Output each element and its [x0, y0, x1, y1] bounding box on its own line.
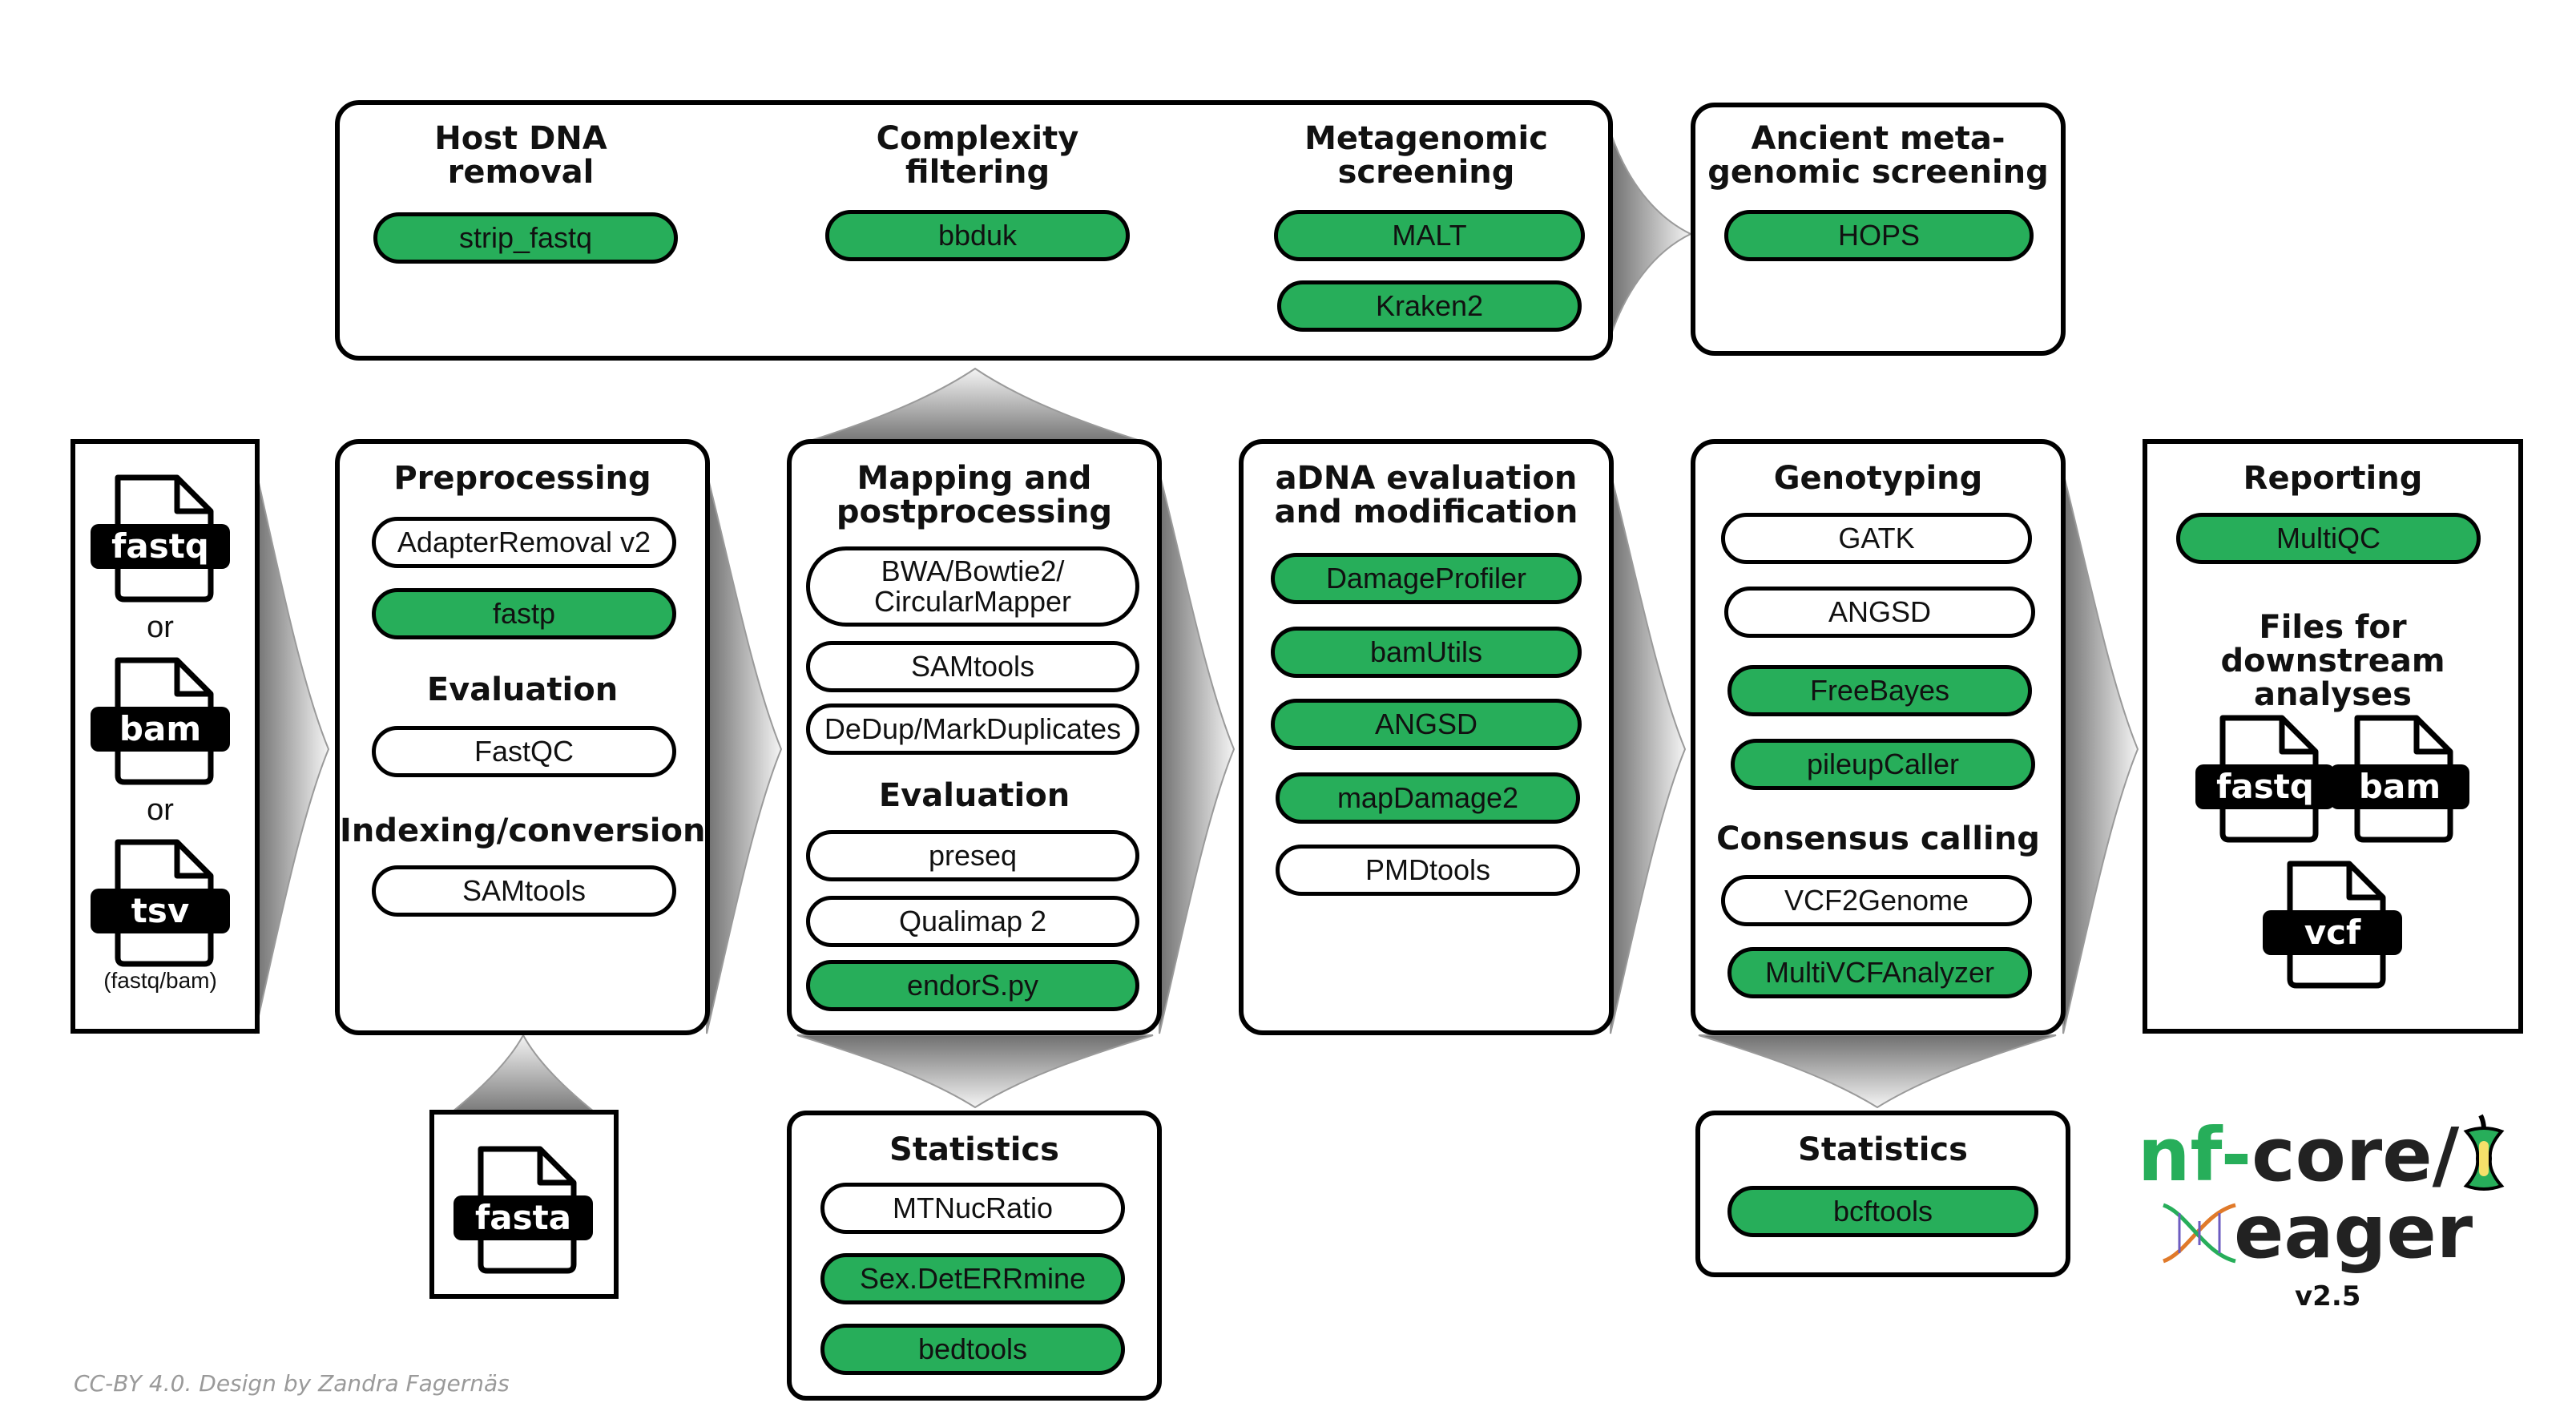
arrow-preprocessing-to-mapping: [706, 472, 783, 1034]
tool-vcf2genome: VCF2Genome: [1721, 875, 2032, 926]
arrow-mapping-to-statistics: [796, 1034, 1154, 1109]
tool-adapterremoval: AdapterRemoval v2: [372, 517, 676, 568]
tool-multivcfanalyzer: MultiVCFAnalyzer: [1727, 947, 2032, 998]
dna-helix-icon: [2163, 1203, 2236, 1264]
output-bam-file-icon: bam: [2330, 713, 2469, 845]
credit-text: CC-BY 4.0. Design by Zandra Fagernäs: [74, 1370, 510, 1397]
preprocessing-evaluation-title: Evaluation: [426, 671, 619, 708]
tool-kraken2: Kraken2: [1277, 280, 1582, 332]
logo-name: eager: [2234, 1189, 2473, 1275]
file-extension-label: bam: [91, 707, 230, 752]
tool-pmdtools: PMDtools: [1276, 845, 1580, 896]
tool-mtnucratio: MTNucRatio: [820, 1183, 1125, 1234]
indexing-conversion-title: Indexing/conversion: [340, 812, 706, 849]
tool-freebayes: FreeBayes: [1727, 665, 2032, 716]
bam-file-icon: bam: [91, 655, 230, 787]
mapping-statistics-title: Statistics: [889, 1131, 1059, 1168]
tsv-file-icon: tsv: [91, 837, 230, 969]
genotyping-statistics-title: Statistics: [1798, 1131, 1968, 1168]
tsv-note: (fastq/bam): [103, 968, 217, 993]
or-separator: or: [147, 611, 174, 644]
metagenomic-screening-title: Metagenomic screening: [1304, 120, 1548, 191]
output-fastq-file-icon: fastq: [2195, 713, 2335, 845]
file-extension-label: fastq: [91, 524, 230, 569]
ancient-metagenomic-title: Ancient meta- genomic screening: [1707, 120, 2049, 191]
tool-mapdamage2: mapDamage2: [1276, 772, 1580, 824]
logo-prefix: nf-: [2138, 1112, 2252, 1198]
tool-fastqc: FastQC: [372, 726, 676, 777]
arrow-genotyping-to-statistics: [1698, 1034, 2057, 1109]
tool-bwa-bowtie2-circularmapper: BWA/Bowtie2/ CircularMapper: [806, 546, 1139, 627]
file-extension-label: fastq: [2195, 764, 2335, 809]
fasta-file-icon: fasta: [454, 1144, 593, 1276]
arrow-preprocessing-to-reference: [442, 1033, 604, 1119]
logo-nf-core: nf-core/: [2138, 1115, 2459, 1195]
tool-bbduk: bbduk: [825, 210, 1130, 261]
tool-damageprofiler: DamageProfiler: [1271, 553, 1582, 604]
adna-title: aDNA evaluation and modification: [1274, 460, 1578, 530]
file-extension-label: fasta: [454, 1195, 593, 1240]
file-extension-label: bam: [2330, 764, 2469, 809]
arrow-mapping-to-metagenomic: [796, 367, 1154, 445]
arrow-mapping-to-adna: [1159, 472, 1236, 1034]
consensus-calling-title: Consensus calling: [1716, 820, 2040, 857]
tool-multiqc: MultiQC: [2176, 513, 2481, 564]
preprocessing-title: Preprocessing: [393, 460, 651, 497]
host-dna-removal-title: Host DNA removal: [434, 120, 607, 191]
tool-dedup-markduplicates: DeDup/MarkDuplicates: [806, 704, 1139, 755]
mapping-evaluation-title: Evaluation: [878, 777, 1070, 814]
mapping-title: Mapping and postprocessing: [836, 460, 1113, 530]
tool-angsd-adna: ANGSD: [1271, 699, 1582, 750]
reporting-title: Reporting: [2243, 460, 2423, 497]
tool-qualimap2: Qualimap 2: [806, 896, 1139, 947]
tool-bcftools: bcftools: [1727, 1186, 2038, 1237]
arrow-adna-to-genotyping: [1610, 472, 1687, 1034]
tool-fastp: fastp: [372, 588, 676, 639]
file-extension-label: tsv: [91, 889, 230, 933]
logo-eager: eager: [2234, 1192, 2473, 1272]
file-extension-label: vcf: [2263, 910, 2402, 955]
or-separator: or: [147, 793, 174, 827]
genotyping-title: Genotyping: [1773, 460, 1983, 497]
tool-samtools-index: SAMtools: [372, 865, 676, 917]
tool-preseq: preseq: [806, 830, 1139, 881]
logo-core-text: core/: [2251, 1112, 2460, 1198]
apple-core-icon: [2463, 1114, 2505, 1191]
arrow-genotyping-to-reporting: [2062, 472, 2139, 1034]
tool-pileupcaller: pileupCaller: [1731, 739, 2035, 790]
tool-hops: HOPS: [1724, 210, 2034, 261]
output-vcf-file-icon: vcf: [2263, 859, 2402, 990]
tool-sexdeterrmine: Sex.DetERRmine: [820, 1253, 1125, 1304]
downstream-files-title: Files for downstream analyses: [2220, 609, 2445, 713]
tool-samtools-mapping: SAMtools: [806, 641, 1139, 692]
complexity-filtering-title: Complexity filtering: [876, 120, 1079, 191]
tool-malt: MALT: [1274, 210, 1585, 261]
tool-bedtools: bedtools: [820, 1324, 1125, 1375]
arrow-input-to-preprocessing: [254, 464, 330, 1034]
tool-endorspy: endorS.py: [806, 960, 1139, 1011]
tool-bamutils: bamUtils: [1271, 627, 1582, 678]
tool-gatk: GATK: [1721, 513, 2032, 564]
tool-angsd-genotyping: ANGSD: [1724, 587, 2035, 638]
tool-strip-fastq: strip_fastq: [373, 212, 678, 264]
fastq-file-icon: fastq: [91, 473, 230, 604]
logo-version: v2.5: [2295, 1280, 2361, 1312]
arrow-metagenomic-to-ancient: [1610, 131, 1693, 337]
